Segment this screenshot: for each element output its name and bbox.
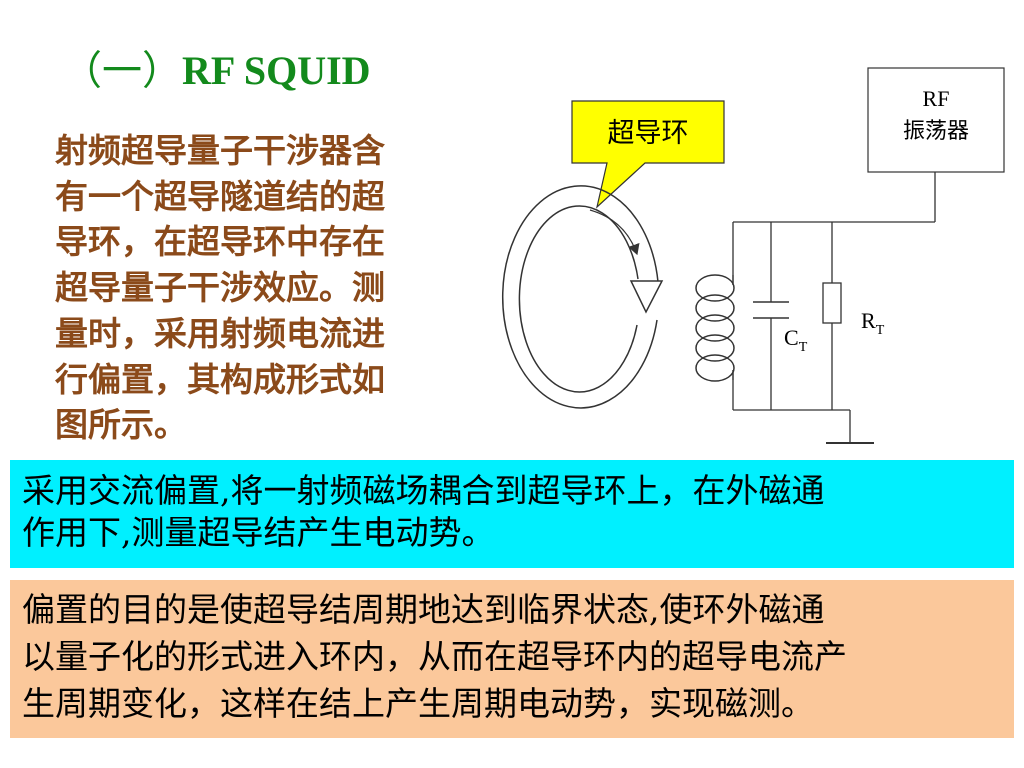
rf-oscillator: RF 振荡器 — [867, 67, 1005, 173]
inductor-coil — [695, 274, 735, 382]
resistor-label-main: R — [861, 308, 876, 333]
intro-line: 有一个超导隧道结的超 — [55, 176, 385, 216]
purpose-note-line: 生周期变化，这样在结上产生周期电动势，实现磁测。 — [22, 684, 814, 723]
title-prefix: （一） — [62, 48, 182, 94]
intro-paragraph: 射频超导量子干涉器含 有一个超导隧道结的超 导环，在超导环中存在 超导量子干涉效… — [55, 128, 475, 448]
intro-line: 行偏置，其构成形式如 — [55, 359, 385, 399]
superconducting-ring — [502, 185, 664, 409]
purpose-note-line: 以量子化的形式进入环内，从而在超导环内的超导电流产 — [22, 637, 847, 676]
oscillator-label-name: 振荡器 — [903, 119, 969, 144]
purpose-note-line: 偏置的目的是使超导结周期地达到临界状态,使环外磁通 — [22, 590, 825, 629]
bias-note-box: 采用交流偏置,将一射频磁场耦合到超导环上，在外磁通 作用下,测量超导结产生电动势… — [10, 460, 1014, 568]
title-main: RF SQUID — [182, 48, 371, 93]
capacitor-label-main: C — [784, 325, 799, 350]
resistor-rt: RT — [822, 282, 885, 338]
oscillator-label-rf: RF — [923, 86, 950, 111]
capacitor-ct: CT — [753, 301, 808, 355]
intro-line: 图所示。 — [55, 405, 187, 445]
intro-line: 量时，采用射频电流进 — [55, 313, 385, 353]
ring-current-arrow — [589, 209, 640, 256]
circuit-wires — [732, 172, 936, 444]
resistor-label-sub: T — [876, 323, 885, 338]
resistor-label: RT — [861, 308, 885, 338]
intro-line: 导环，在超导环中存在 — [55, 222, 385, 262]
capacitor-label: CT — [784, 325, 808, 355]
intro-line: 超导量子干涉效应。测 — [55, 268, 385, 308]
superconducting-ring-callout: 超导环 — [571, 100, 725, 209]
rf-squid-circuit-diagram: 超导环 RF 振荡器 CT — [502, 67, 1005, 444]
ring-current-arrowhead — [629, 280, 664, 314]
capacitor-label-sub: T — [799, 340, 808, 355]
callout-label: 超导环 — [608, 118, 689, 149]
purpose-note-box: 偏置的目的是使超导结周期地达到临界状态,使环外磁通 以量子化的形式进入环内，从而… — [10, 580, 1014, 738]
slide-title: （一）RF SQUID — [62, 44, 371, 98]
intro-line: 射频超导量子干涉器含 — [55, 131, 385, 170]
bias-note-line: 作用下,测量超导结产生电动势。 — [22, 513, 495, 552]
bias-note-line: 采用交流偏置,将一射频磁场耦合到超导环上，在外磁通 — [22, 471, 825, 510]
